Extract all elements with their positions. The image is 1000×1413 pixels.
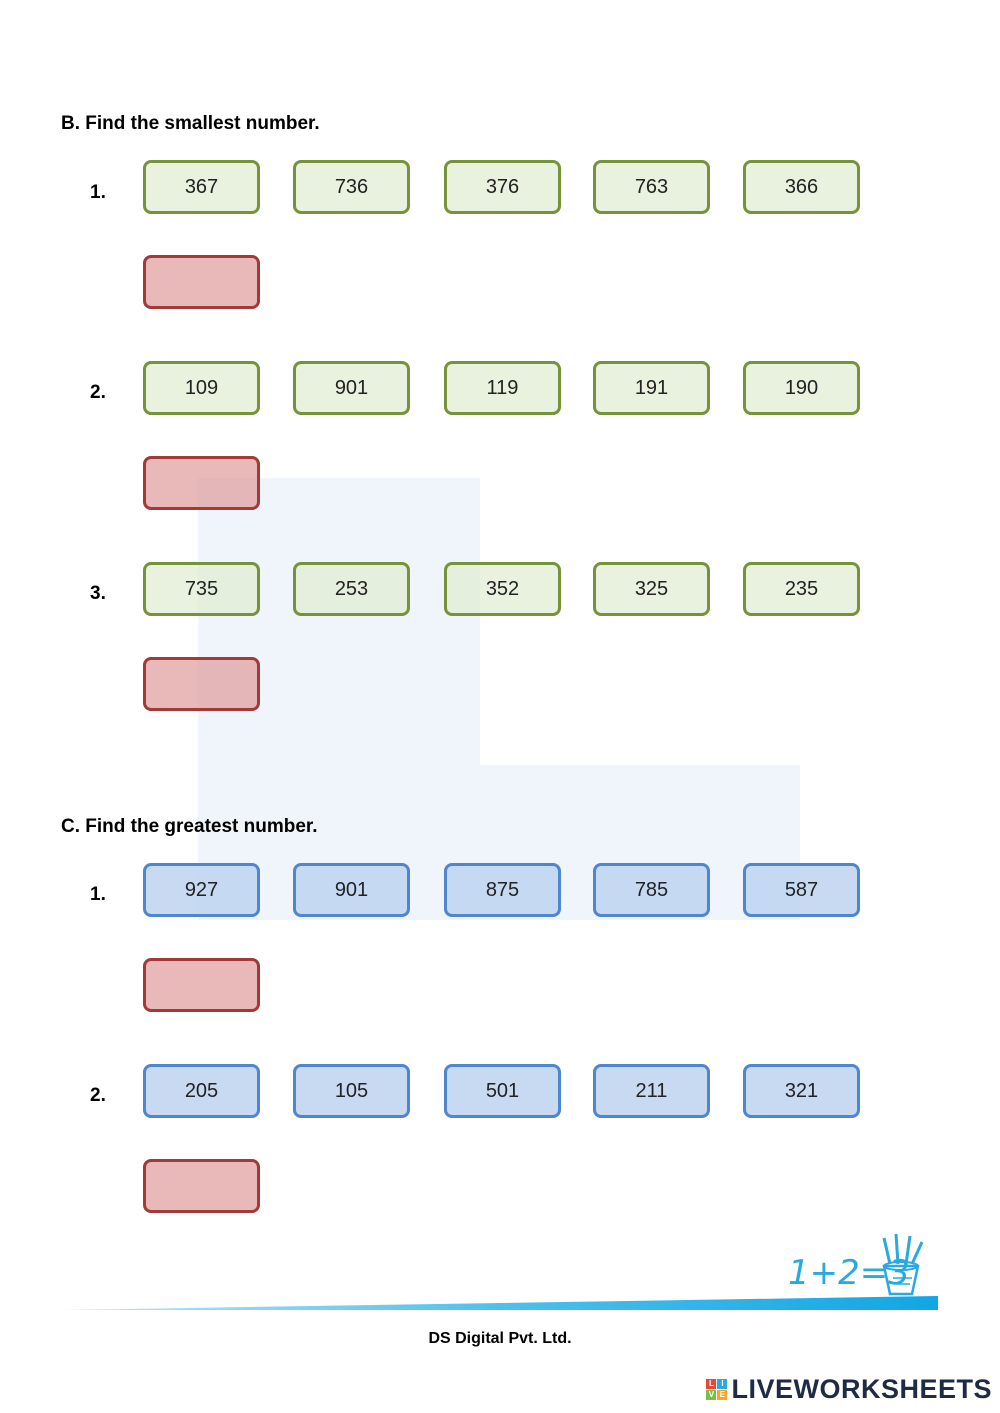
answer-input[interactable] <box>143 958 260 1012</box>
question-number: 2. <box>90 382 106 403</box>
section-c-heading: C. Find the greatest number. <box>61 816 318 837</box>
number-option: 352 <box>444 562 561 616</box>
answer-input[interactable] <box>143 456 260 510</box>
question-number: 2. <box>90 1085 106 1106</box>
answer-input[interactable] <box>143 255 260 309</box>
number-option: 205 <box>143 1064 260 1118</box>
section-b-heading: B. Find the smallest number. <box>61 113 320 134</box>
number-option: 901 <box>293 863 410 917</box>
number-option: 321 <box>743 1064 860 1118</box>
number-option: 927 <box>143 863 260 917</box>
number-option: 736 <box>293 160 410 214</box>
logo-equation: 1+2=3 <box>788 1253 910 1293</box>
number-option: 376 <box>444 160 561 214</box>
number-option: 901 <box>293 361 410 415</box>
question-number: 1. <box>90 182 106 203</box>
number-option: 109 <box>143 361 260 415</box>
answer-input[interactable] <box>143 1159 260 1213</box>
brand-badge-icon: L I V E <box>706 1379 728 1400</box>
number-option: 785 <box>593 863 710 917</box>
number-option: 735 <box>143 562 260 616</box>
number-option: 366 <box>743 160 860 214</box>
pencil-cup-icon: 1+2=3 <box>788 1233 924 1296</box>
liveworksheets-logo: L I V E LIVEWORKSHEETS <box>706 1374 992 1405</box>
number-option: 211 <box>593 1064 710 1118</box>
company-name: DS Digital Pvt. Ltd. <box>428 1330 572 1347</box>
brand-name: LIVEWORKSHEETS <box>731 1374 992 1404</box>
number-option: 875 <box>444 863 561 917</box>
number-option: 763 <box>593 160 710 214</box>
number-option: 587 <box>743 863 860 917</box>
question-number: 1. <box>90 884 106 905</box>
answer-input[interactable] <box>143 657 260 711</box>
number-option: 235 <box>743 562 860 616</box>
question-number: 3. <box>90 583 106 604</box>
footer-divider <box>62 1296 938 1310</box>
number-option: 253 <box>293 562 410 616</box>
number-option: 190 <box>743 361 860 415</box>
number-option: 501 <box>444 1064 561 1118</box>
number-option: 367 <box>143 160 260 214</box>
number-option: 325 <box>593 562 710 616</box>
number-option: 105 <box>293 1064 410 1118</box>
number-option: 119 <box>444 361 561 415</box>
number-option: 191 <box>593 361 710 415</box>
